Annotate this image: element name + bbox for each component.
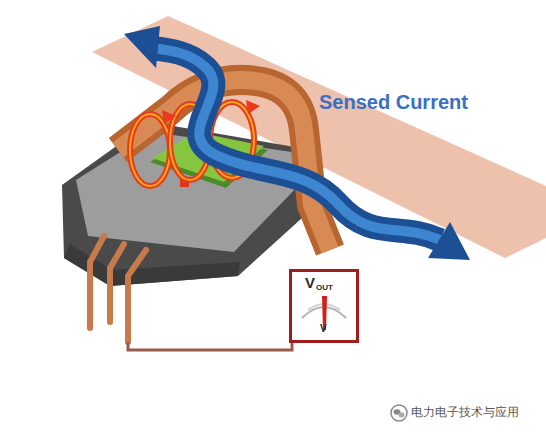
meter-text: OUT [316,284,333,292]
watermark-icon [391,405,407,421]
field-arrowhead [162,110,176,124]
current-arrow [152,48,440,240]
ic-lead [128,250,146,342]
output-wire [128,338,292,350]
current-arrowhead [428,222,470,260]
field-arrowhead [246,100,260,114]
ic-top [76,132,302,252]
meter-text: V [320,324,327,334]
ic-lead [110,244,124,322]
meter-face [292,272,356,340]
field-loop [130,114,170,186]
ic-lead [90,236,104,328]
ic-body [62,122,312,286]
current-arrowhead [124,26,160,68]
field-loop [130,114,170,186]
meter-box: VOUTV [289,269,359,343]
flow-label: Sensed Current [319,92,468,112]
ic-leads [90,236,146,342]
watermark: 电力电子技术与应用 [411,406,519,418]
current-arrow-highlight [152,48,440,240]
watermark-icon [399,413,405,418]
meter-text: V [305,275,315,290]
